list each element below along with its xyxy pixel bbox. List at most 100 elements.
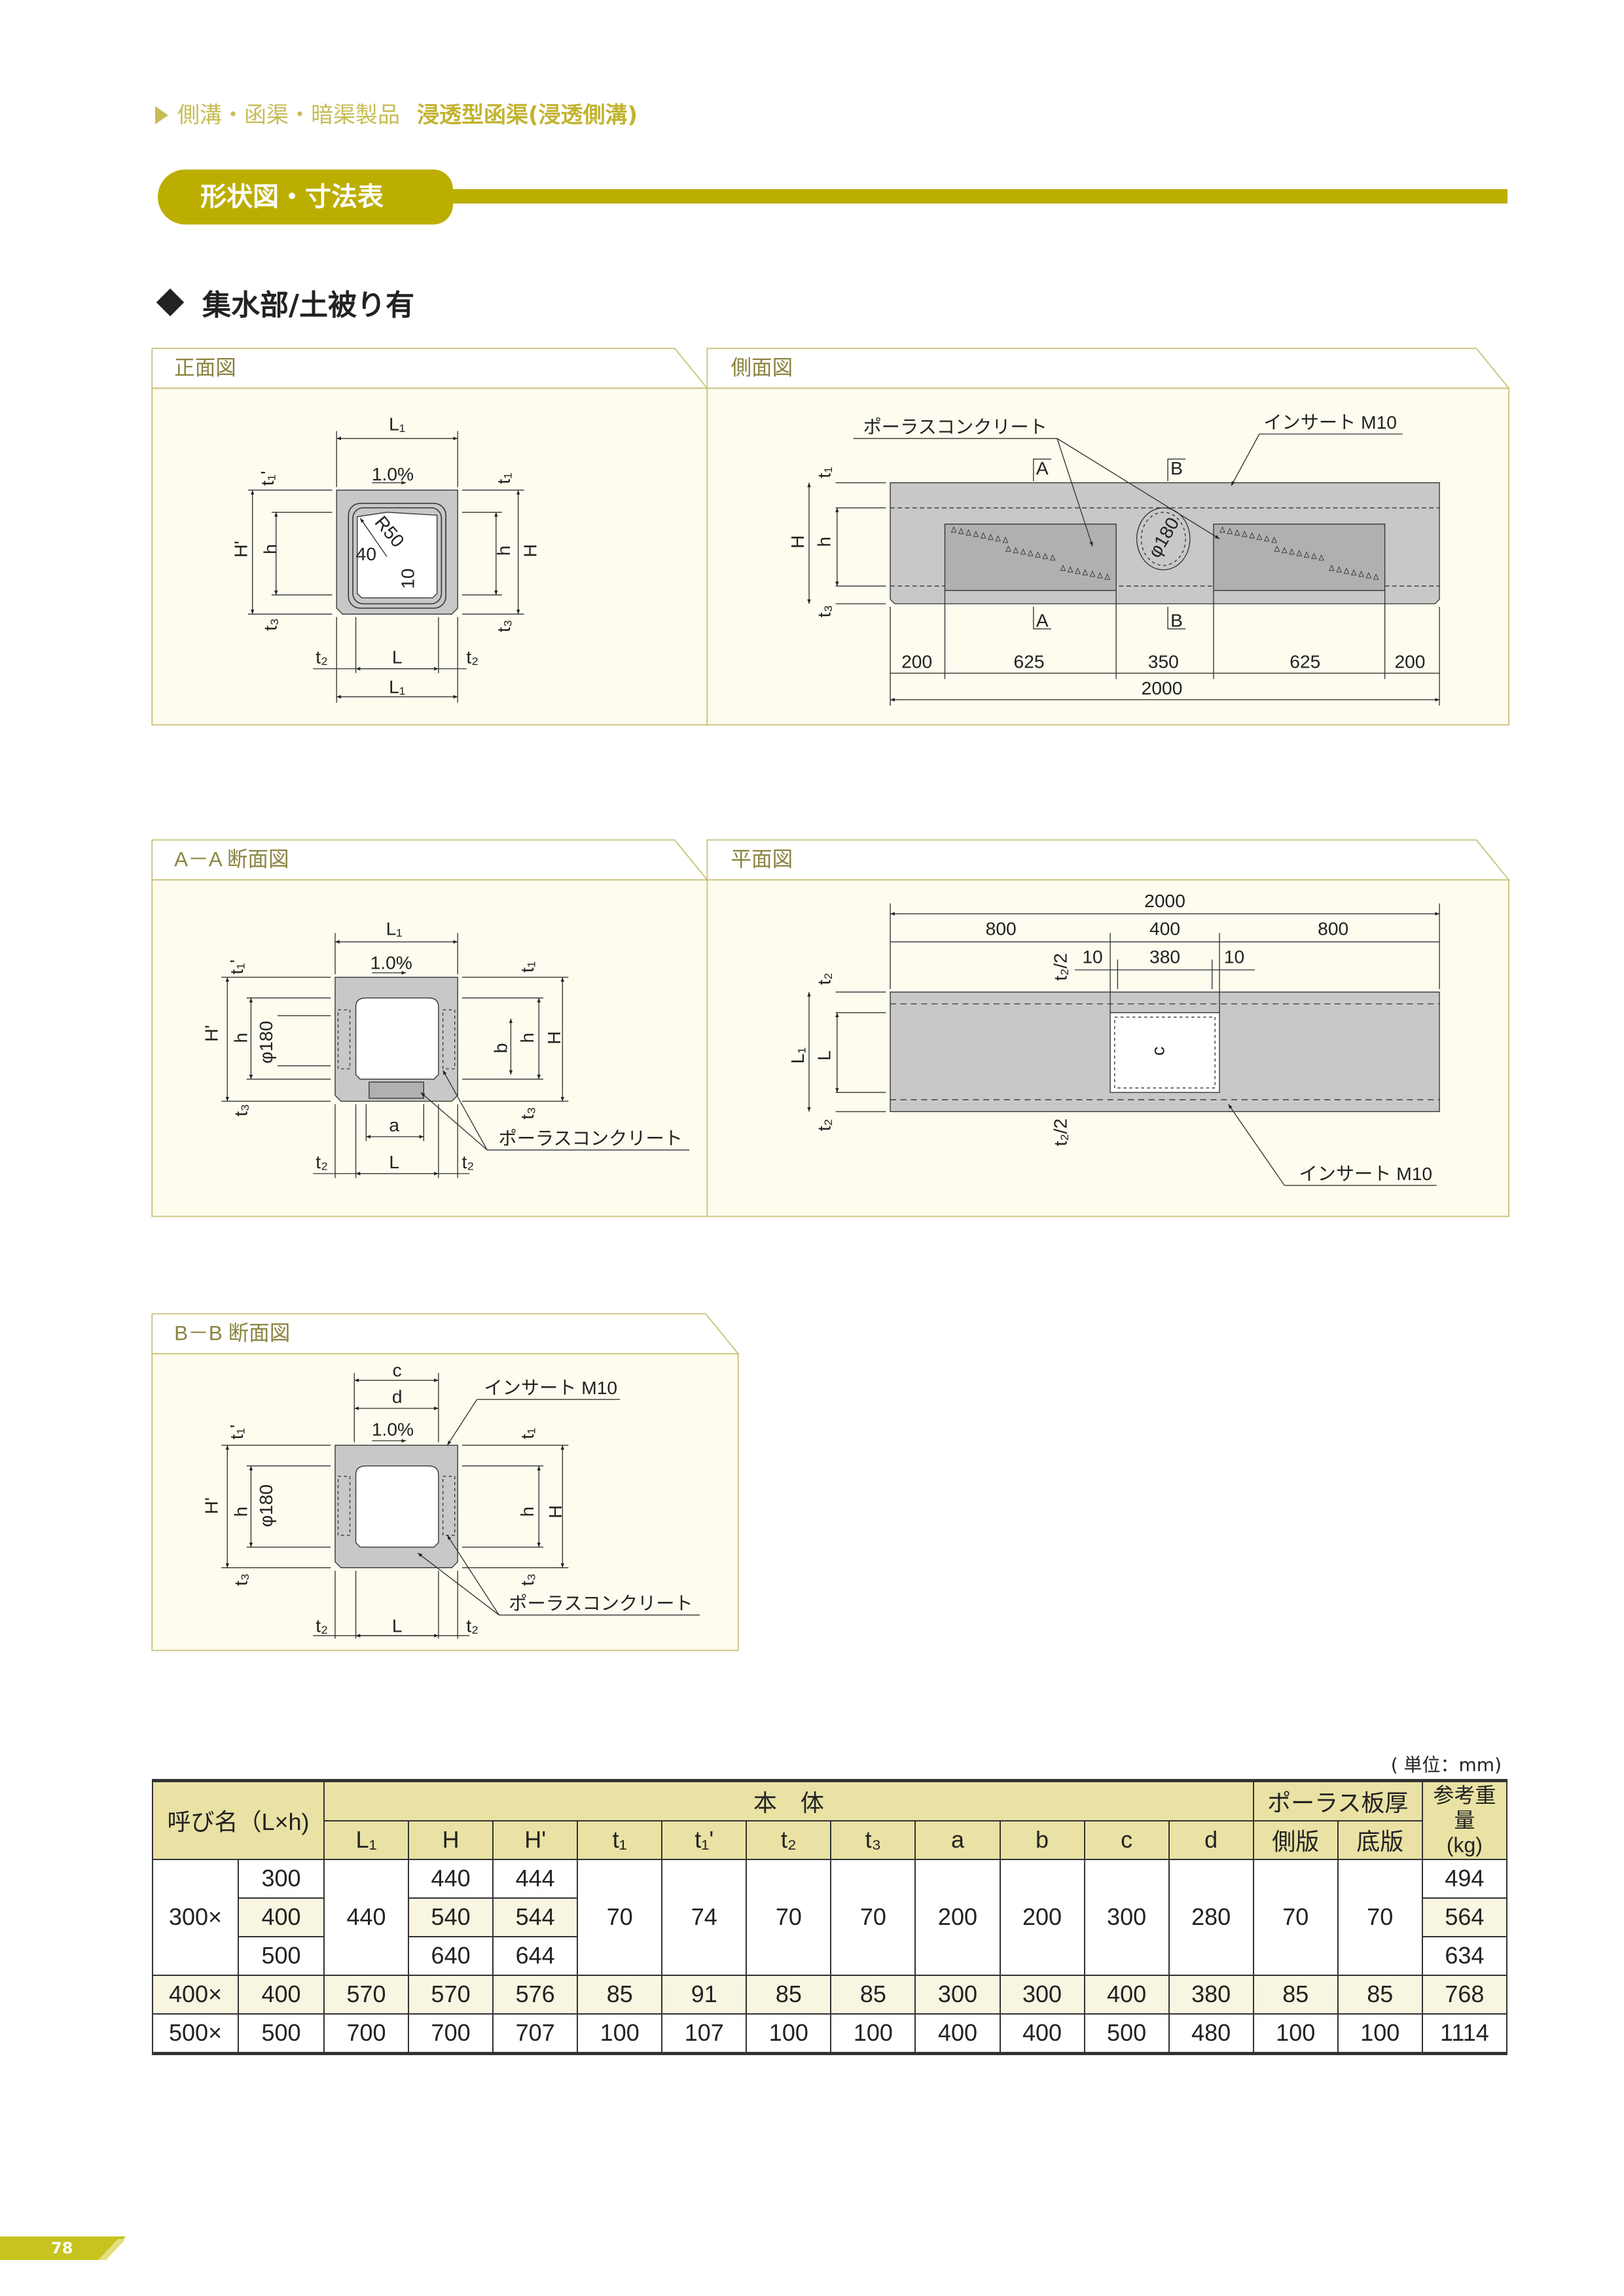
- dimension-label: A: [1036, 457, 1049, 478]
- table-cell: 400: [1083, 1974, 1170, 2015]
- table-cell: 540: [408, 1897, 494, 1937]
- aggregate-mark: [1281, 547, 1288, 554]
- table-cell: 70: [1252, 1858, 1339, 1976]
- table-cell: 707: [492, 2013, 579, 2054]
- table-cell: 280: [1168, 1858, 1254, 1976]
- breadcrumb-product: 浸透型函渠(浸透側溝): [417, 102, 638, 128]
- aggregate-mark: [1067, 566, 1074, 573]
- dimension-label: 400: [1149, 918, 1180, 939]
- column-header: t₃: [830, 1820, 916, 1860]
- dimension-label: h: [230, 1033, 251, 1043]
- column-header: H: [408, 1820, 494, 1860]
- header-name: 呼び名（L×h): [152, 1780, 325, 1860]
- header-porous: ポーラス板厚: [1252, 1780, 1423, 1821]
- aggregate-mark: [950, 526, 957, 533]
- table-cell: 570: [323, 1974, 410, 2015]
- aggregate-mark: [1271, 536, 1277, 543]
- table-cell: 1114: [1421, 2013, 1508, 2054]
- dimension-label: H': [201, 1498, 222, 1515]
- table-cell: 500: [1083, 2013, 1170, 2054]
- column-header: 底版: [1337, 1820, 1423, 1860]
- table-cell: 85: [1337, 1974, 1423, 2015]
- panel-title: 側面図: [731, 356, 793, 380]
- dimension-label: L₁: [389, 676, 405, 697]
- aggregate-mark: [1234, 529, 1240, 536]
- aggregate-mark: [1296, 550, 1303, 556]
- dimension-label: ポーラスコンクリート: [499, 1128, 683, 1149]
- dimension-label: t₂: [316, 1615, 328, 1636]
- table-cell: 400: [238, 1974, 325, 2015]
- table-cell: 100: [830, 2013, 916, 2054]
- dimension-label: φ180: [255, 1484, 276, 1527]
- dimension-label: c: [1147, 1047, 1168, 1056]
- aggregate-mark: [1343, 567, 1350, 574]
- table-cell: 700: [408, 2013, 494, 2054]
- table-cell: 634: [1421, 1935, 1508, 1976]
- dimension-label: L: [392, 647, 403, 668]
- aggregate-mark: [1227, 528, 1233, 534]
- column-header: t₂: [746, 1820, 832, 1860]
- aggregate-mark: [1311, 552, 1317, 560]
- dimension-label: ポーラスコンクリート: [863, 416, 1047, 437]
- front-view-drawing: [247, 431, 524, 703]
- dimension-label: L₁: [787, 1047, 808, 1064]
- table-cell: 91: [661, 1974, 748, 2015]
- table-cell: 570: [408, 1974, 494, 2015]
- table-cell: 544: [492, 1897, 579, 1937]
- aggregate-mark: [1089, 570, 1096, 577]
- dimension-label: t₃: [516, 1573, 537, 1586]
- panel-title: 正面図: [174, 356, 236, 380]
- aggregate-mark: [973, 530, 979, 537]
- aggregate-mark: [1256, 533, 1263, 540]
- dimension-label: 625: [1014, 651, 1045, 672]
- dimension-label: B: [1170, 457, 1183, 478]
- aggregate-mark: [1318, 554, 1324, 561]
- header-body: 本 体: [323, 1780, 1254, 1821]
- aggregate-mark: [980, 532, 986, 539]
- aggregate-mark: [1249, 532, 1255, 539]
- column-header: L₁: [323, 1820, 410, 1860]
- table-cell: 400: [999, 2013, 1085, 2054]
- table-cell: 500×: [152, 2013, 239, 2054]
- page-number-tab: 78: [0, 2236, 131, 2260]
- dimension-label: t₂: [466, 1615, 478, 1636]
- dimension-label: 2000: [1142, 677, 1183, 698]
- section-rule: [393, 189, 1507, 204]
- aggregate-mark: [1020, 548, 1026, 555]
- dimension-label: t₁: [516, 1427, 537, 1439]
- table-cell: 444: [492, 1858, 579, 1899]
- dimension-label: 1.0%: [372, 1418, 414, 1439]
- dimension-label: H: [520, 544, 541, 557]
- column-header: a: [914, 1820, 1001, 1860]
- dimension-label: L: [392, 1615, 403, 1636]
- table-cell: 564: [1421, 1897, 1508, 1937]
- table-cell: 300: [238, 1858, 325, 1899]
- aggregate-mark: [1027, 550, 1034, 556]
- dimension-label: A: [1036, 609, 1049, 630]
- header-weight-unit: (kg): [1446, 1833, 1483, 1857]
- table-cell: 768: [1421, 1974, 1508, 2015]
- dimension-label: t₂: [462, 1151, 475, 1172]
- side-view-drawing: [807, 433, 1440, 706]
- table-cell: 380: [1168, 1974, 1254, 2015]
- table-cell: 107: [661, 2013, 748, 2054]
- column-header: c: [1083, 1820, 1170, 1860]
- dimension-label: t₁: [814, 467, 835, 478]
- breadcrumb-category: 側溝・函渠・暗渠製品: [177, 102, 400, 128]
- aggregate-mark: [1373, 573, 1379, 580]
- dimension-label: t₃: [260, 618, 281, 630]
- dimension-label: t₃: [230, 1573, 251, 1586]
- dimension-label: t₃: [814, 605, 835, 617]
- dimension-label: 1.0%: [372, 463, 414, 484]
- table-cell: 85: [830, 1974, 916, 2015]
- dimension-label: インサート M10: [1263, 412, 1397, 433]
- dimension-label: t₁': [226, 960, 247, 975]
- dimension-label: c: [393, 1359, 402, 1380]
- dimension-label: 40: [356, 543, 376, 564]
- dimension-label: h: [814, 537, 835, 547]
- dimension-label: t₃: [516, 1107, 537, 1119]
- dimension-label: L: [389, 1151, 399, 1172]
